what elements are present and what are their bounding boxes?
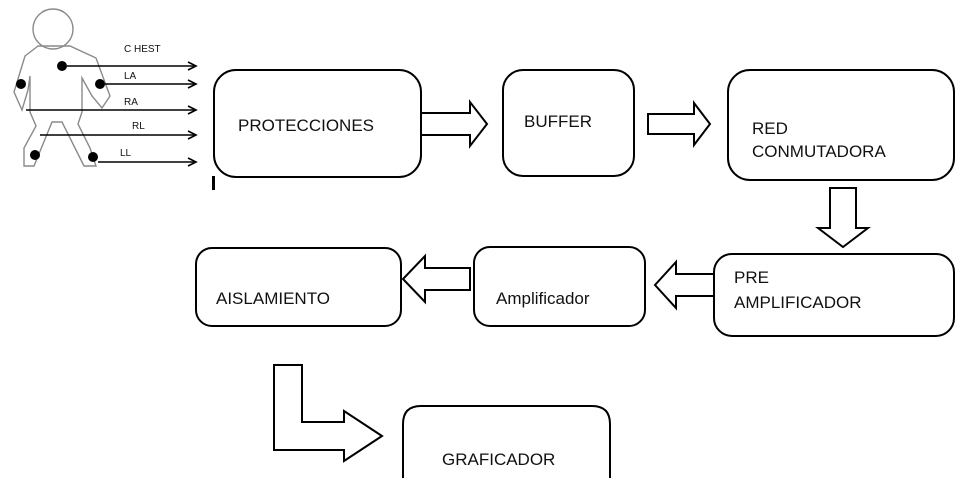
arrow-buffer-to-red — [647, 100, 712, 148]
electrode-chest — [57, 61, 67, 71]
electrode-ll — [30, 150, 40, 160]
arrow-aislamiento-to-graficador — [273, 364, 384, 463]
block-graficador: GRAFICADOR — [402, 405, 611, 478]
arrow-protecciones-to-buffer — [420, 99, 489, 149]
block-red-label-line2: CONMUTADORA — [752, 142, 886, 161]
lead-label-ra: RA — [124, 97, 138, 108]
human-figure-icon — [13, 8, 111, 167]
block-protecciones: PROTECCIONES — [213, 69, 422, 178]
electrode-la — [95, 79, 105, 89]
block-amplificador: Amplificador — [473, 246, 646, 327]
block-buffer: BUFFER — [502, 69, 635, 177]
lead-label-chest: C HEST — [124, 44, 161, 55]
lead-label-rl: RL — [132, 121, 145, 132]
arrow-pre-to-amplificador — [653, 259, 715, 311]
block-buffer-label: BUFFER — [524, 112, 592, 131]
lead-label-la: LA — [124, 71, 137, 82]
block-aislamiento-label: AISLAMIENTO — [216, 289, 330, 308]
block-pre-label-line1: PRE — [734, 268, 769, 287]
arrow-red-to-pre — [815, 187, 871, 249]
electrode-rl — [88, 152, 98, 162]
block-red-label-line1: RED — [752, 119, 788, 138]
block-protecciones-label: PROTECCIONES — [238, 116, 374, 135]
electrode-ra — [16, 79, 26, 89]
lead-label-ll: LL — [120, 148, 132, 159]
block-red-conmutadora: RED CONMUTADORA — [727, 69, 955, 181]
arrow-amplificador-to-aislamiento — [401, 253, 471, 305]
lead-wires — [26, 61, 198, 167]
block-pre-amplificador: PRE AMPLIFICADOR — [713, 253, 955, 337]
block-graficador-label: GRAFICADOR — [442, 450, 555, 469]
block-pre-label-line2: AMPLIFICADOR — [734, 293, 862, 312]
block-aislamiento: AISLAMIENTO — [195, 247, 402, 327]
cursor-mark — [212, 176, 215, 190]
block-amplificador-label: Amplificador — [496, 289, 590, 308]
